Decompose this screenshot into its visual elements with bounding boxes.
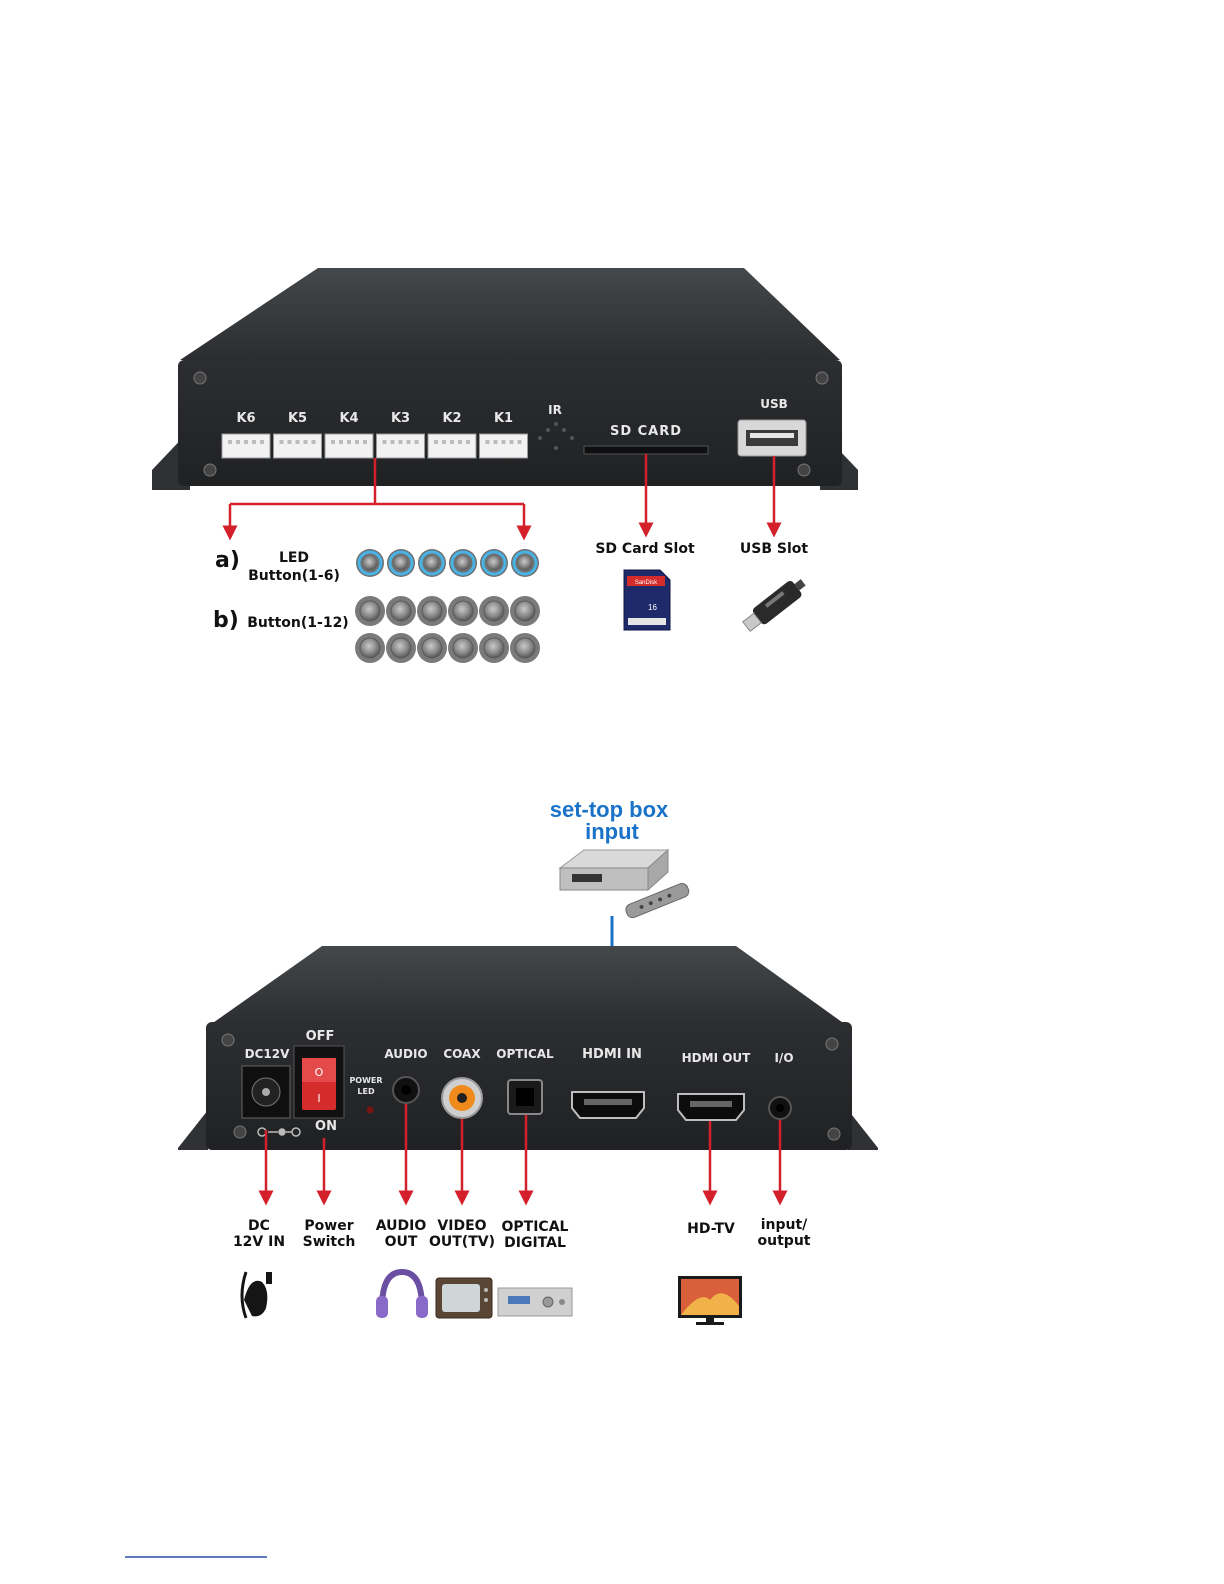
caption-optical-line2: DIGITAL — [504, 1235, 566, 1251]
panel-label-hdmi-out: HDMI OUT — [682, 1051, 752, 1065]
push-button-icon — [510, 596, 540, 626]
caption-dc-line1: DC — [248, 1218, 270, 1234]
headphones-icon — [376, 1272, 428, 1318]
caption-io-line1: input/ — [761, 1217, 808, 1233]
io-jack — [769, 1097, 791, 1119]
connector-socket — [274, 434, 322, 458]
connector-socket — [428, 434, 476, 458]
led-button-icon — [511, 549, 539, 577]
panel-label-dc: DC12V — [245, 1047, 290, 1061]
panel-label-optical: OPTICAL — [496, 1047, 554, 1061]
ir-label: IR — [548, 403, 562, 417]
caption-hdtv: HD-TV — [687, 1221, 735, 1237]
source-title-line2: input — [585, 819, 639, 844]
sd-card-slot — [584, 446, 708, 454]
sd-card-panel-label: SD CARD — [610, 424, 682, 439]
set-top-box-icon — [560, 850, 668, 890]
option-b-letter: b) — [213, 608, 239, 633]
connector-socket — [377, 434, 425, 458]
sd-card-capacity: 16 — [648, 603, 657, 612]
connector-socket — [480, 434, 528, 458]
flat-tv-icon — [678, 1276, 742, 1325]
led-button-icon — [356, 549, 384, 577]
push-button-icon — [417, 596, 447, 626]
connector-label: K6 — [236, 411, 255, 426]
caption-video-line2: OUT(TV) — [429, 1234, 495, 1250]
panel-label-off: OFF — [306, 1029, 335, 1044]
sd-card-icon: SanDisk 16 — [624, 570, 670, 630]
caption-audio-line2: OUT — [385, 1234, 418, 1250]
usb-panel-label: USB — [760, 397, 788, 411]
power-led — [367, 1107, 374, 1114]
push-button-icon — [355, 596, 385, 626]
push-button-icon — [417, 633, 447, 663]
connector-socket — [325, 434, 373, 458]
led-button-icon — [387, 549, 415, 577]
push-button-grid — [355, 596, 540, 663]
caption-video-line1: VIDEO — [437, 1218, 486, 1234]
push-button-icon — [479, 633, 509, 663]
led-button-icon — [418, 549, 446, 577]
hdmi-in-port — [572, 1092, 644, 1118]
push-button-icon — [386, 596, 416, 626]
caption-io-line2: output — [758, 1233, 811, 1249]
usb-caption: USB Slot — [740, 541, 808, 557]
connector-label: K2 — [442, 411, 461, 426]
audio-jack — [393, 1077, 419, 1103]
port-captions: DC 12V IN Power Switch AUDIO OUT VIDEO O… — [233, 1217, 811, 1251]
switch-symbol-off: O — [315, 1066, 324, 1079]
optical-port — [508, 1080, 542, 1114]
panel-label-hdmi-in: HDMI IN — [582, 1047, 642, 1062]
connector-label: K5 — [288, 411, 307, 426]
panel-label-audio: AUDIO — [384, 1047, 427, 1061]
connector-socket — [222, 434, 270, 458]
led-button-icon — [449, 549, 477, 577]
push-button-icon — [510, 633, 540, 663]
panel-label-on: ON — [315, 1119, 337, 1134]
caption-optical-line1: OPTICAL — [502, 1219, 569, 1235]
power-led-line1: POWER — [349, 1076, 382, 1085]
push-button-icon — [448, 633, 478, 663]
coax-jack — [442, 1078, 482, 1118]
caption-dc-line2: 12V IN — [233, 1234, 285, 1250]
power-adapter-icon — [242, 1272, 272, 1318]
usb-stick-icon — [740, 574, 809, 634]
connector-label: K3 — [391, 411, 410, 426]
led-button-icon — [480, 549, 508, 577]
panel-label-io: I/O — [774, 1051, 793, 1065]
dc-jack — [242, 1066, 290, 1118]
sd-card-caption: SD Card Slot — [595, 541, 695, 557]
push-button-icon — [386, 633, 416, 663]
av-receiver-icon — [498, 1288, 572, 1316]
hdmi-out-port — [678, 1094, 744, 1120]
push-button-icon — [479, 596, 509, 626]
caption-power-line1: Power — [304, 1218, 353, 1234]
switch-symbol-on: I — [317, 1092, 320, 1105]
panel-label-coax: COAX — [443, 1047, 481, 1061]
push-button-icon — [355, 633, 385, 663]
connector-label: K1 — [494, 411, 513, 426]
option-a-letter: a) — [215, 548, 240, 573]
option-a-line2: Button(1-6) — [248, 568, 340, 584]
crt-tv-icon — [436, 1278, 492, 1318]
connector-label: K4 — [339, 411, 358, 426]
usb-port — [738, 420, 806, 456]
push-button-icon — [448, 596, 478, 626]
sd-card-brand: SanDisk — [635, 580, 658, 586]
caption-power-line2: Switch — [303, 1234, 356, 1250]
option-a-line1: LED — [279, 550, 309, 566]
power-switch: O I — [294, 1046, 344, 1118]
caption-audio-line1: AUDIO — [376, 1218, 427, 1234]
led-button-row — [356, 549, 539, 577]
power-led-line2: LED — [357, 1087, 375, 1096]
option-b-text: Button(1-12) — [247, 615, 348, 631]
